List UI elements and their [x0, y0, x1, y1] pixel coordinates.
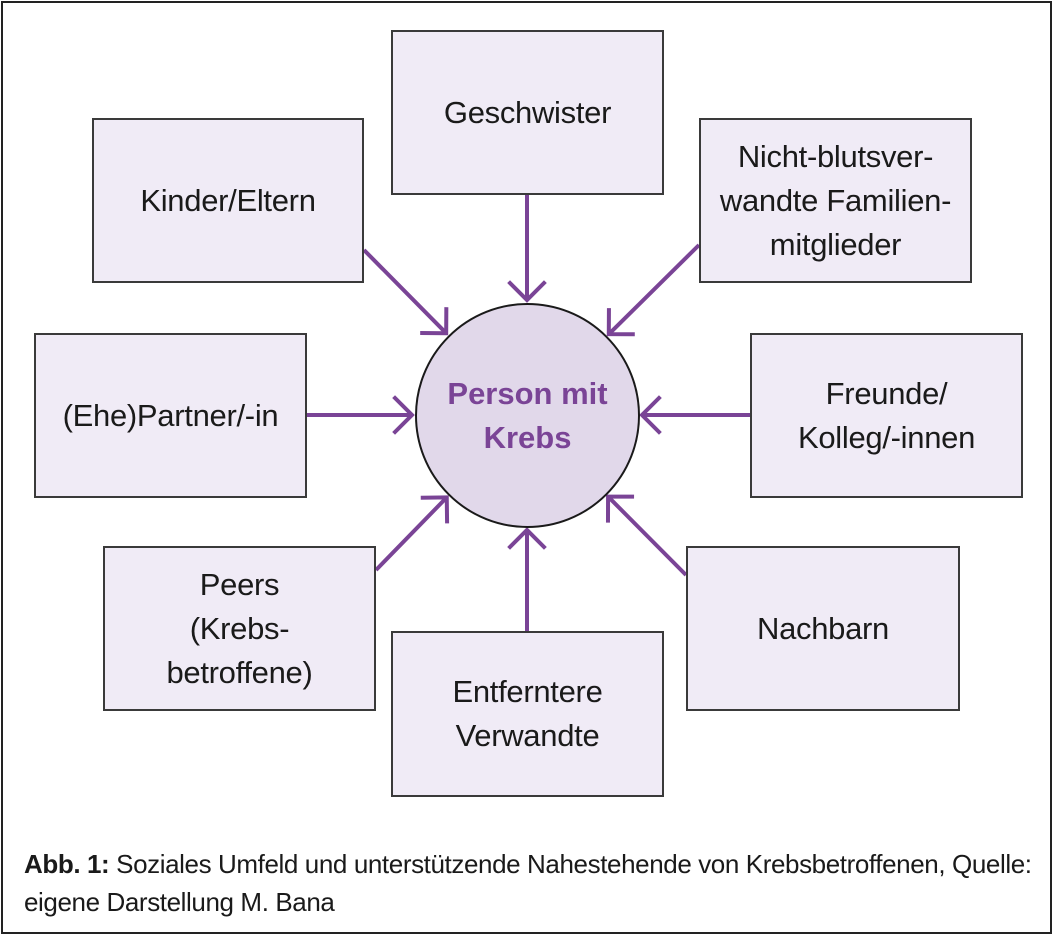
arrowhead-kinder-eltern	[420, 307, 449, 336]
node-peers: Peers (Krebs- betroffene)	[103, 546, 376, 711]
node-entferntere: Entferntere Verwandte	[391, 631, 664, 797]
node-nicht-blutsverwandte: Nicht-blutsver- wandte Familien- mitglie…	[699, 118, 972, 283]
arrowhead-nicht-blutsverwandte	[606, 308, 635, 337]
arrowhead-partner	[392, 395, 415, 435]
node-kinder-eltern: Kinder/Eltern	[92, 118, 364, 283]
arrow-nachbarn	[606, 495, 688, 577]
figure-caption: Abb. 1: Soziales Umfeld und unterstützen…	[24, 845, 1057, 921]
arrowhead-peers	[420, 495, 450, 524]
node-geschwister: Geschwister	[391, 30, 664, 195]
arrow-nicht-blutsverwandte	[607, 243, 701, 336]
caption-label: Abb. 1:	[24, 849, 110, 879]
node-partner: (Ehe)Partner/-in	[34, 333, 307, 498]
arrowhead-entferntere	[507, 527, 547, 550]
arrowhead-nachbarn	[605, 494, 635, 523]
arrowhead-geschwister	[507, 280, 547, 303]
arrowhead-freunde	[639, 395, 662, 435]
node-nachbarn: Nachbarn	[686, 546, 960, 711]
arrow-kinder-eltern	[362, 248, 448, 335]
node-freunde: Freunde/ Kolleg/-innen	[750, 333, 1023, 498]
caption-text: Soziales Umfeld und unterstützende Nahes…	[24, 849, 1032, 917]
center-node-person-mit-krebs: Person mit Krebs	[415, 303, 640, 528]
arrow-peers	[374, 495, 449, 572]
